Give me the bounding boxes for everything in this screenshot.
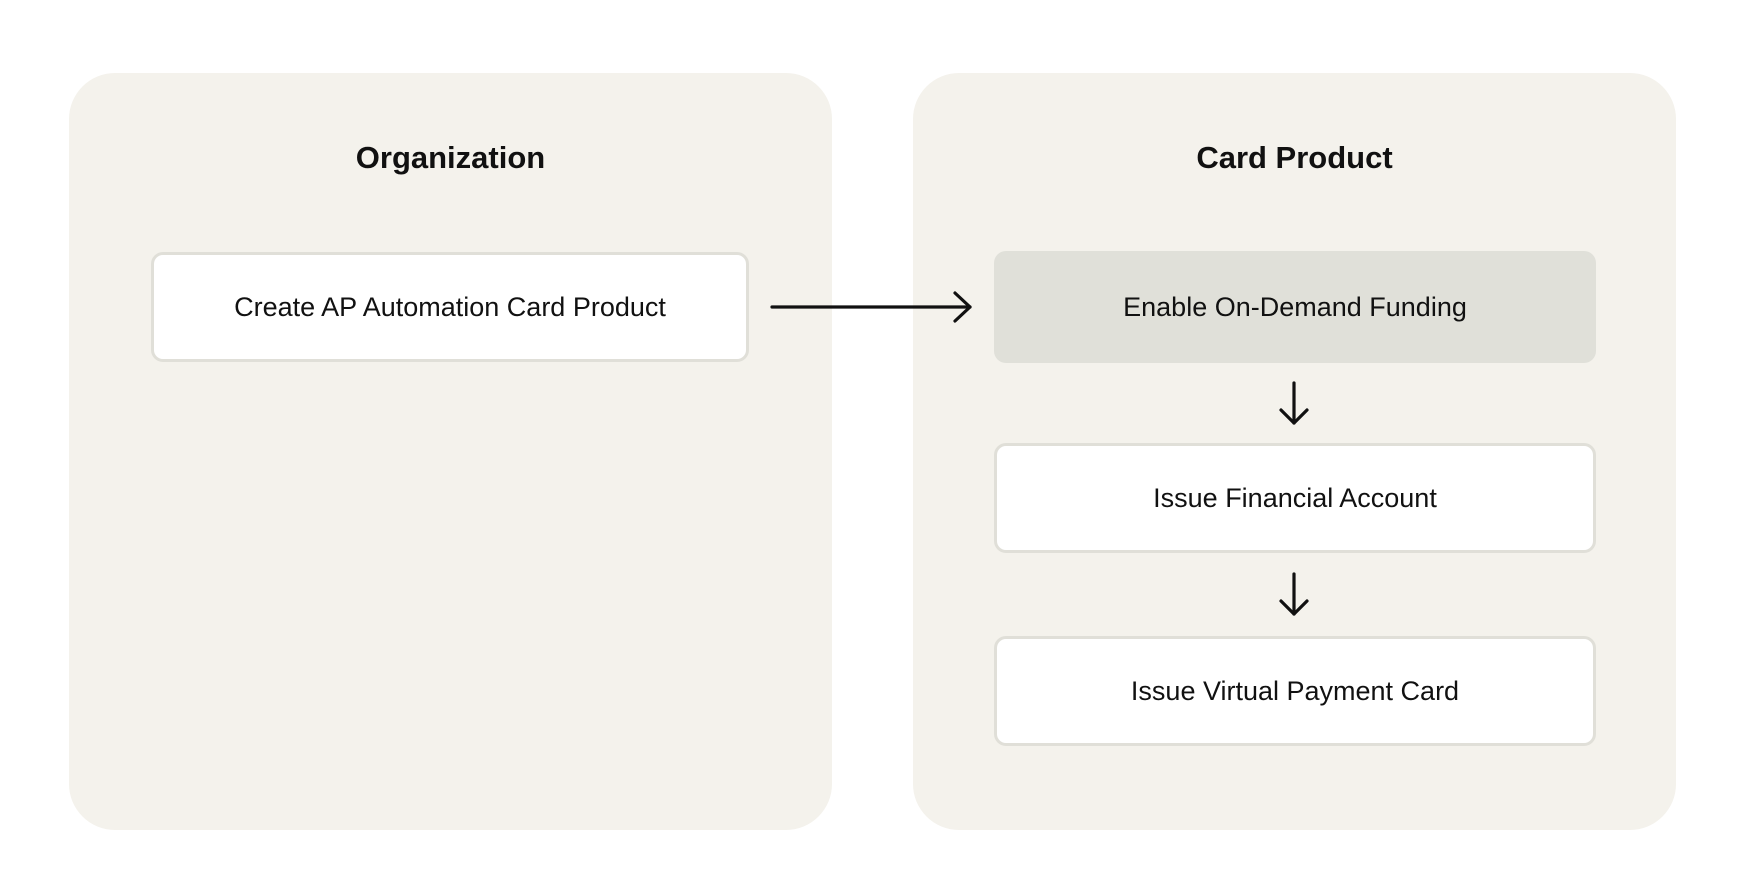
arrow-right-icon xyxy=(770,291,972,323)
organization-title: Organization xyxy=(355,140,546,175)
step-issue-financial-account: Issue Financial Account xyxy=(994,443,1596,553)
arrow-down-icon xyxy=(1279,381,1309,425)
step-create-card-product: Create AP Automation Card Product xyxy=(151,252,749,362)
organization-panel xyxy=(69,73,832,830)
step-enable-on-demand-funding: Enable On-Demand Funding xyxy=(994,251,1596,363)
step-issue-virtual-payment-card: Issue Virtual Payment Card xyxy=(994,636,1596,746)
card-product-title: Card Product xyxy=(1196,140,1393,175)
arrow-down-icon xyxy=(1279,572,1309,616)
